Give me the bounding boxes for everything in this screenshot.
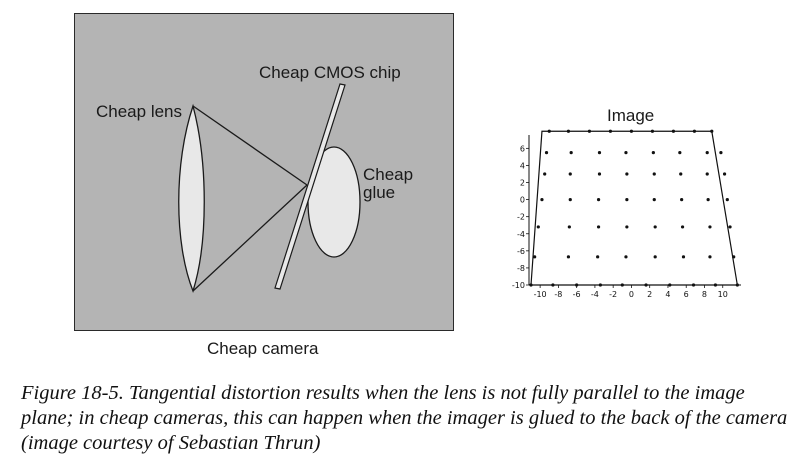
x-tick-label: 4 [665, 290, 670, 299]
grid-point [624, 151, 628, 155]
y-tick-label: -8 [517, 264, 525, 273]
grid-point [597, 172, 602, 176]
camera-diagram: Cheap lens Cheap CMOS chip Cheap glue [74, 13, 454, 331]
grid-point [598, 283, 602, 287]
figure-caption: Figure 18-5. Tangential distortion resul… [21, 382, 788, 454]
x-tick-label: 8 [702, 290, 707, 299]
x-tick-label: -10 [534, 290, 547, 299]
x-tick-label: 2 [647, 290, 652, 299]
x-tick-label: 0 [629, 290, 634, 299]
y-tick-label: -6 [517, 247, 525, 256]
grid-point [653, 225, 657, 229]
lens-label: Cheap lens [96, 102, 183, 121]
grid-point [625, 197, 629, 202]
grid-point [735, 283, 739, 287]
grid-point [732, 255, 736, 259]
y-tick-label: 4 [520, 161, 525, 170]
grid-point [653, 255, 657, 259]
glue-label-line1: Cheap [363, 165, 414, 184]
grid-point [568, 172, 572, 176]
grid-point [568, 197, 572, 202]
grid-point [566, 129, 571, 133]
grid-point [691, 283, 696, 287]
grid-point [678, 151, 682, 155]
y-tick-label: -4 [517, 230, 525, 239]
grid-point [596, 255, 600, 259]
grid-point [708, 225, 712, 229]
grid-point [569, 151, 573, 155]
grid-point [596, 225, 601, 229]
grid-point [650, 129, 655, 133]
grid-point [625, 172, 629, 176]
light-ray-bottom [192, 184, 308, 292]
x-tick-label: 10 [718, 290, 728, 299]
grid-point [644, 283, 648, 287]
grid-point [540, 197, 544, 202]
grid-point [651, 151, 655, 155]
cmos-chip [274, 83, 346, 290]
grid-point [668, 283, 672, 287]
grid-point [692, 129, 697, 133]
camera-caption: Cheap camera [207, 339, 319, 358]
grid-point [544, 151, 549, 155]
grid-point [551, 283, 555, 287]
grid-point [575, 283, 579, 287]
light-ray-top [192, 105, 308, 186]
grid-point [680, 225, 685, 229]
grid-point [566, 255, 571, 259]
grid-point [543, 172, 547, 176]
image-plot-title: Image [607, 106, 655, 125]
grid-point [719, 151, 723, 155]
grid-point [533, 255, 537, 259]
grid-point [708, 255, 712, 259]
grid-point [652, 197, 656, 202]
grid-point [652, 172, 656, 176]
grid-point [705, 151, 709, 155]
grid-point [705, 172, 709, 176]
grid-point [587, 129, 592, 133]
grid-point [629, 129, 634, 133]
grid-point [597, 151, 602, 155]
diagram-background [74, 13, 454, 331]
grid-point [536, 225, 540, 229]
grid-point [567, 225, 571, 229]
grid-point [681, 255, 686, 259]
glue-label-line2: glue [363, 183, 396, 202]
grid-point [680, 197, 684, 202]
grid-point [713, 283, 718, 287]
distorted-frame-outline [530, 130, 739, 286]
x-tick-label: -8 [554, 290, 562, 299]
image-scatter-plot: -10 -8 -6 -4 -2 0 2 4 6 -10 -8 -6 -4 -2 0 2 4 6 8 10 [512, 129, 741, 299]
y-tick-label: 2 [520, 179, 525, 188]
grid-point [728, 225, 732, 229]
x-tick-label: -2 [609, 290, 617, 299]
grid-point [679, 172, 683, 176]
y-tick-label: -10 [512, 281, 525, 290]
grid-point [547, 129, 551, 133]
y-tick-label: 0 [520, 196, 525, 205]
cmos-chip-label: Cheap CMOS chip [259, 63, 401, 82]
grid-point [596, 197, 601, 202]
x-tick-label: 6 [684, 290, 689, 299]
grid-point [706, 197, 710, 202]
grid-point [608, 129, 613, 133]
grid-point [620, 283, 624, 287]
x-tick-label: -4 [591, 290, 599, 299]
y-tick-label: 6 [520, 144, 525, 153]
grid-point [625, 225, 629, 229]
y-tick-label: -2 [517, 213, 525, 222]
grid-point [710, 129, 714, 133]
grid-point [624, 255, 628, 259]
grid-point [722, 172, 727, 176]
grid-point [671, 129, 676, 133]
grid-point [725, 197, 729, 202]
x-tick-label: -6 [573, 290, 581, 299]
grid-point [529, 283, 533, 287]
